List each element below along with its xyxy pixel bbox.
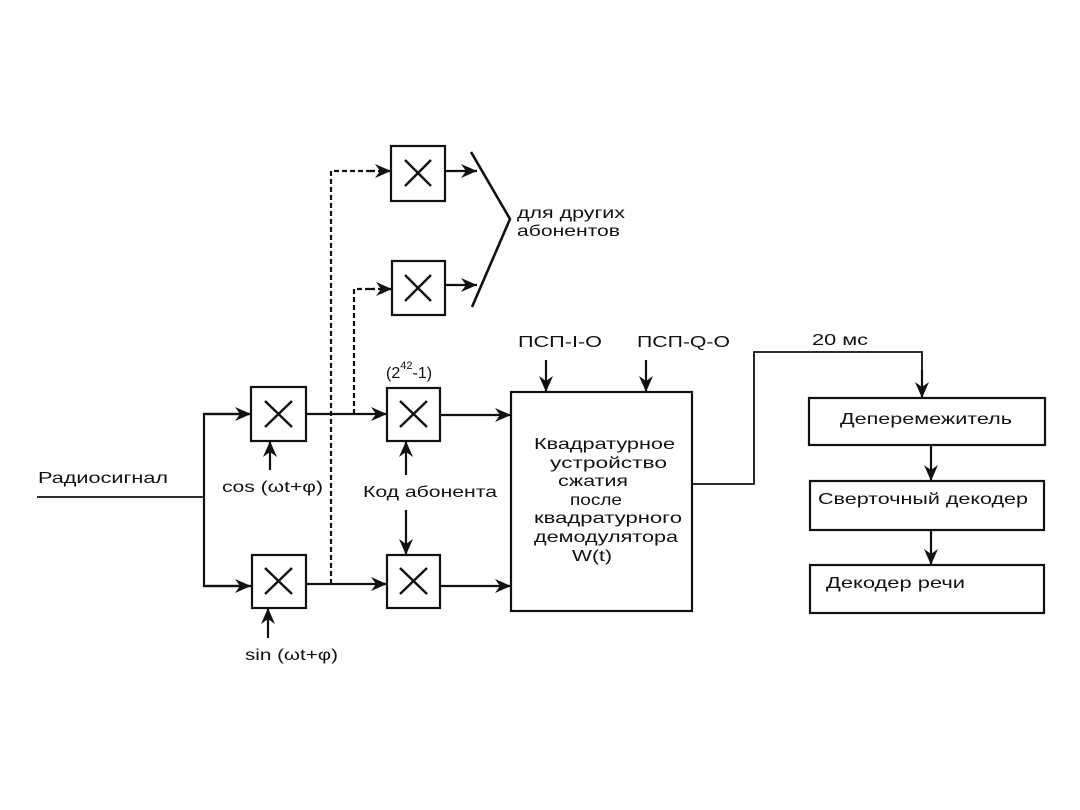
deinterleaver-block: Деперемежитель	[807, 396, 1047, 447]
convolutional-decoder-block: Сверточный декодер	[808, 479, 1046, 532]
despreader-line-1: Квадратурное	[534, 436, 675, 453]
multiply-icon	[264, 567, 293, 595]
split-branch	[202, 412, 249, 588]
despreader-line-3: сжатия	[558, 473, 628, 490]
code-mixer-i	[385, 386, 442, 443]
speech-decoder-label: Декодер речи	[826, 575, 965, 592]
dashed-tap-i-to-lower	[352, 287, 375, 414]
other-subscriber-mixer-2	[390, 259, 447, 317]
speech-decoder-block: Декодер речи	[808, 563, 1046, 615]
other-subscriber-mixer-1	[389, 144, 447, 203]
multiply-icon	[264, 400, 293, 428]
frame-duration-label: 20 мс	[812, 332, 868, 349]
despreader-line-5: квадратурного	[534, 510, 682, 527]
code-period-label: (242-1)	[386, 360, 432, 382]
quadrature-despreader-block: Квадратурное устройство сжатия после ква…	[509, 390, 694, 613]
input-signal-label: Радиосигнал	[38, 470, 168, 487]
deinterleaver-label: Деперемежитель	[840, 411, 1012, 428]
despreader-line-4: после	[570, 492, 622, 509]
multiply-icon	[404, 159, 432, 187]
subscriber-code-label: Код абонента	[363, 484, 497, 501]
code-period-open: (2	[386, 365, 400, 382]
pn-q-label: ПСП-Q-O	[637, 334, 730, 351]
sin-mixer	[250, 553, 308, 610]
despreader-line-6: демодулятора	[534, 529, 678, 546]
despreader-line-7: W(t)	[572, 548, 612, 565]
cos-carrier-label: cos (ωt+φ)	[222, 479, 323, 496]
despreader-line-2: устройство	[550, 455, 667, 472]
pn-i-label: ПСП-I-O	[518, 334, 602, 351]
multiply-icon	[404, 274, 432, 302]
convolutional-decoder-label: Сверточный декодер	[818, 491, 1028, 508]
multiply-icon	[399, 400, 428, 428]
despreader-output-line	[692, 351, 923, 485]
code-period-close: -1)	[412, 365, 432, 382]
other-subscribers-label-2: абонентов	[517, 223, 620, 240]
code-period-exponent: 42	[400, 360, 412, 372]
dashed-tap-q-to-upper	[329, 169, 375, 584]
cos-mixer	[249, 385, 308, 443]
multiply-icon	[399, 567, 428, 595]
sin-carrier-label: sin (ωt+φ)	[245, 647, 338, 664]
code-mixer-q	[385, 553, 442, 610]
other-subscribers-bracket	[469, 151, 512, 308]
other-subscribers-label-1: для других	[517, 205, 625, 222]
